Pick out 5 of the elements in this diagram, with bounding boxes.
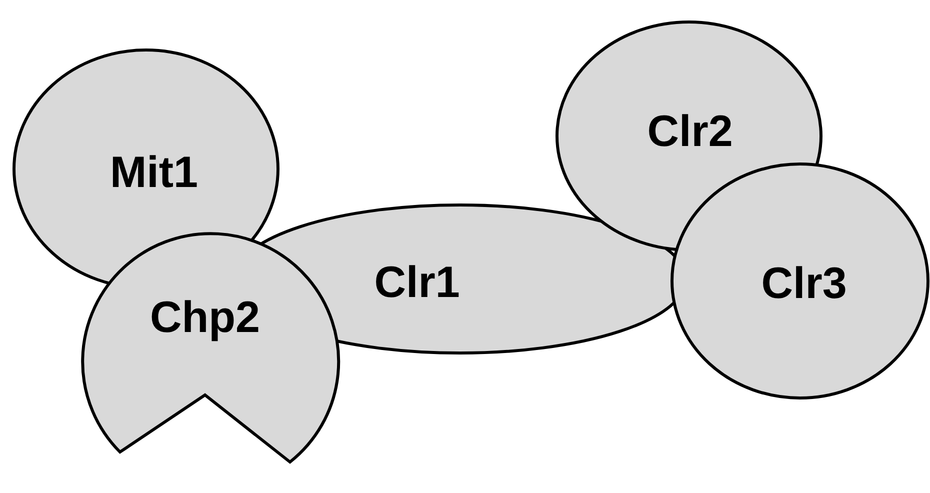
protein-label: Mit1 (110, 151, 198, 195)
protein-label: Clr3 (761, 262, 847, 306)
protein-label: Chp2 (150, 296, 260, 340)
protein-label: Clr2 (647, 110, 733, 154)
protein-label: Clr1 (374, 261, 460, 305)
